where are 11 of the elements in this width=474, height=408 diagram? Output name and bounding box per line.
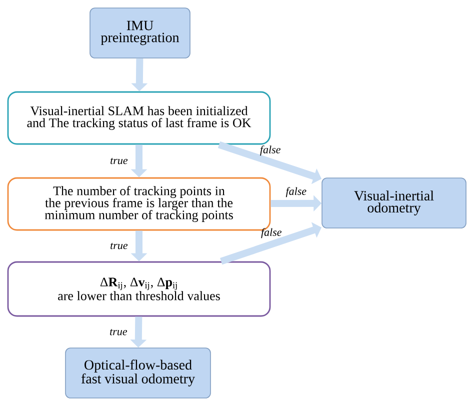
decision-box: ΔR$_{ij}$, Δv$_{ij}$, Δp$_{ij}$ are lower than threshold values bbox=[7, 261, 271, 317]
edge-label: true bbox=[110, 329, 128, 336]
process-box: IMU preintegration bbox=[90, 8, 190, 58]
process-box: Optical-flow-based fast visual odometry bbox=[65, 348, 211, 398]
edge-label: false bbox=[261, 228, 282, 238]
edge-label: true bbox=[110, 242, 128, 250]
decision-box: Visual-inertial SLAM has been initialized and The tracking status of last frame is OK bbox=[7, 91, 271, 145]
edge-label: false bbox=[260, 146, 280, 156]
process-box: Visual-inertial odometry bbox=[322, 178, 466, 228]
edge-label: true bbox=[110, 158, 128, 164]
edge-label: false bbox=[286, 187, 306, 198]
